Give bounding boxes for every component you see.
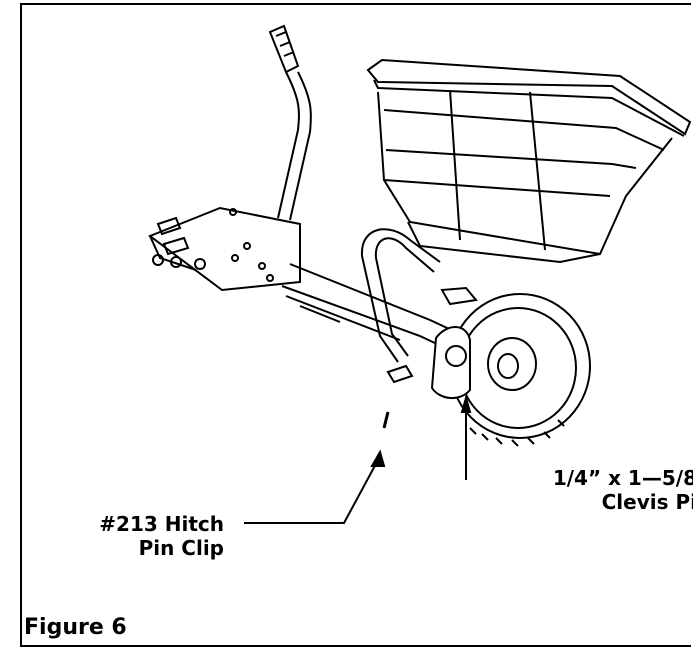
clevis-pin-label-line2: Clevis Pi [601, 490, 693, 514]
hitch-leader-arrow [370, 449, 386, 467]
clevis-pin-label: 1/4” x 1—5/8 Clevis Pi [467, 466, 693, 514]
leader-lines [244, 394, 472, 524]
hitch-pin-clip-label-line1: #213 Hitch [99, 512, 224, 536]
hitch-pin-clip-part [382, 411, 390, 429]
handle-bar [268, 24, 312, 221]
figure-frame [20, 3, 691, 647]
frame-bar [147, 206, 461, 353]
figure-caption: Figure 6 [24, 615, 127, 640]
hopper [366, 58, 692, 264]
clevis-pin-label-line1: 1/4” x 1—5/8 [552, 466, 693, 490]
clevis-leader-arrow [460, 394, 472, 413]
gearbox [430, 286, 478, 399]
support-arm [360, 228, 441, 384]
hitch-pin-clip-label: #213 Hitch Pin Clip [66, 512, 224, 560]
hitch-pin-clip-label-line2: Pin Clip [138, 536, 224, 560]
hitch-leader-line [244, 459, 379, 524]
